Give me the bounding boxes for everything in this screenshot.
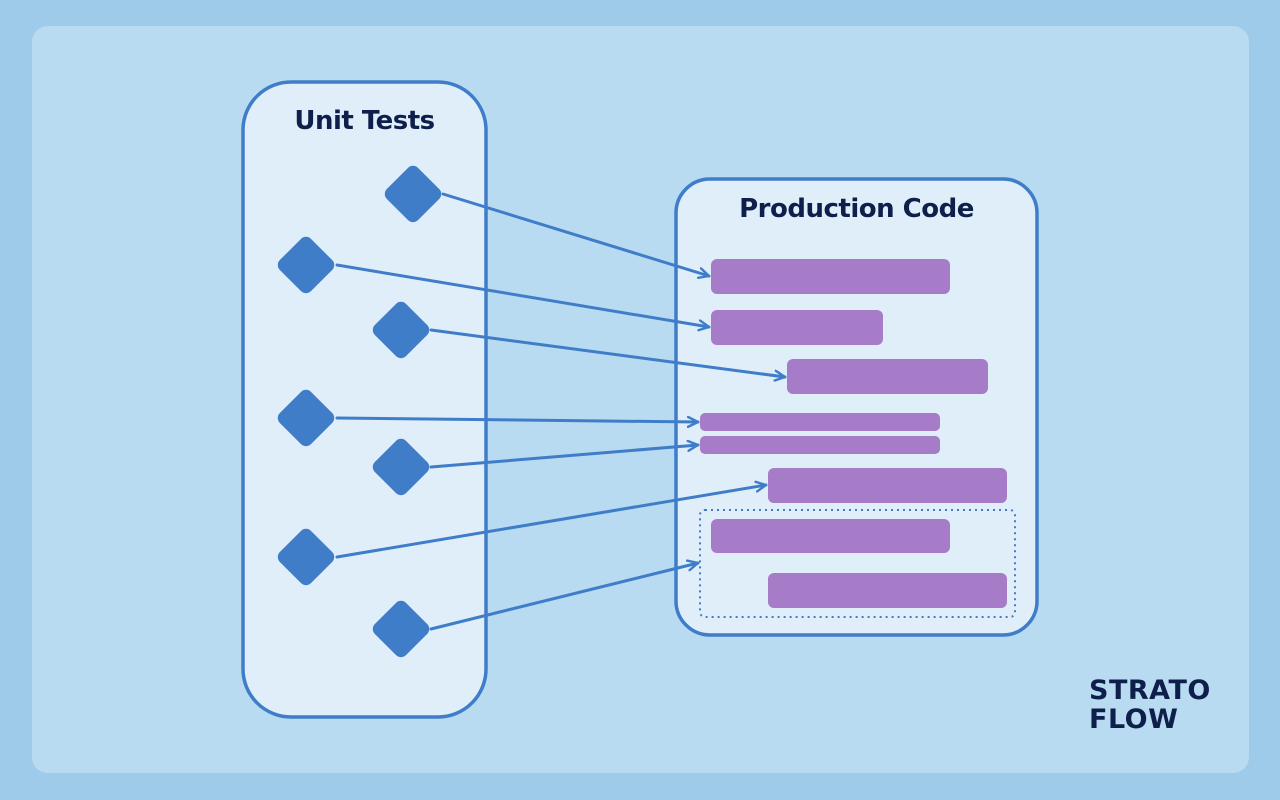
test-diamond-icon xyxy=(372,301,430,359)
test-diamond-icon xyxy=(277,236,335,294)
test-diamond-icon xyxy=(372,600,430,658)
code-group-dotted-box xyxy=(699,509,1016,618)
test-diamonds xyxy=(277,165,442,658)
arrow-test-6 xyxy=(335,485,768,559)
test-diamond-icon xyxy=(384,165,442,223)
diagram-card xyxy=(32,26,1249,773)
arrow-test-4 xyxy=(335,418,700,422)
test-diamond-icon xyxy=(372,438,430,496)
code-block-8 xyxy=(768,573,1007,608)
arrow-test-2 xyxy=(335,263,711,327)
arrow-test-1 xyxy=(441,192,711,276)
production-code-panel xyxy=(674,177,1039,637)
logo-line-2: FLOW xyxy=(1089,704,1179,735)
code-block-6 xyxy=(768,468,1007,503)
logo-line-1: STRATO xyxy=(1089,675,1211,706)
stratoflow-logo: STRATO FLOW xyxy=(1089,676,1229,740)
arrow-test-5 xyxy=(429,445,700,469)
code-block-3 xyxy=(787,359,988,394)
unit-tests-title: Unit Tests xyxy=(294,106,435,136)
test-diamond-icon xyxy=(277,389,335,447)
code-block-5 xyxy=(700,436,940,454)
code-block-7 xyxy=(711,519,950,553)
test-diamond-icon xyxy=(277,528,335,586)
test-arrows xyxy=(335,192,787,631)
code-block-2 xyxy=(711,310,883,345)
arrow-test-3 xyxy=(429,328,787,377)
arrow-test-7 xyxy=(429,563,700,631)
code-block-4 xyxy=(700,413,940,431)
code-block-1 xyxy=(711,259,950,294)
production-code-title: Production Code xyxy=(739,194,974,224)
unit-tests-panel xyxy=(241,80,488,719)
